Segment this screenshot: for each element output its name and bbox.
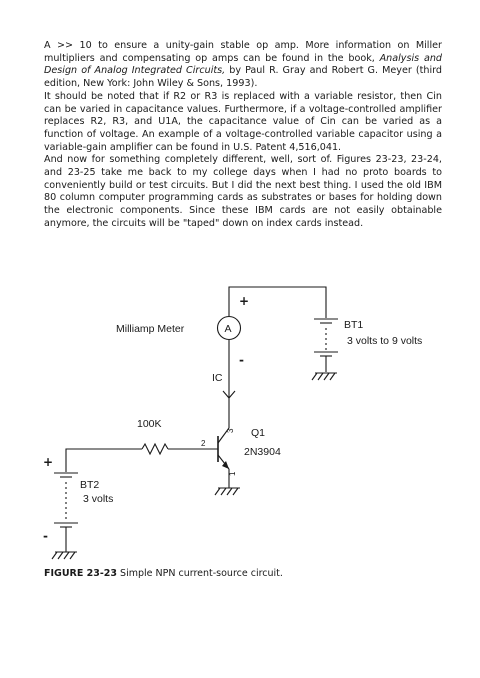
paragraph-2: It should be noted that if R2 or R3 is r… xyxy=(44,90,442,153)
transistor-name: Q1 xyxy=(251,427,265,439)
book-title: Analysis and Design of Analog Integrated… xyxy=(44,52,442,77)
bt2-minus-sign: - xyxy=(43,529,48,543)
battery-bt2-icon xyxy=(54,472,78,552)
bt2-plus-sign: + xyxy=(43,455,53,469)
pin-emitter: 1 xyxy=(228,471,237,476)
bt1-value: 3 volts to 9 volts xyxy=(347,335,422,347)
ground-bt1-icon xyxy=(311,372,337,381)
paragraph-1: A >> 10 to ensure a unity-gain stable op… xyxy=(44,40,442,91)
current-label: IC xyxy=(212,372,223,384)
paragraph-1-start: A >> 10 to ensure a unity-gain stable op… xyxy=(44,40,442,64)
wire-top xyxy=(228,286,327,318)
paragraph-3: And now for something completely differe… xyxy=(44,154,442,229)
npn-transistor-icon xyxy=(217,427,230,470)
resistor-icon xyxy=(141,442,169,456)
current-arrow-icon xyxy=(222,390,236,399)
bt2-value: 3 volts xyxy=(83,493,113,505)
ground-bt2-icon xyxy=(51,551,77,560)
meter-label: Milliamp Meter xyxy=(116,323,185,335)
figure-number: FIGURE 23-23 xyxy=(44,568,118,579)
figure-caption-text: Simple NPN current-source circuit. xyxy=(117,568,283,579)
bt2-name: BT2 xyxy=(80,479,99,491)
ground-emitter-icon xyxy=(214,487,240,496)
pin-base: 2 xyxy=(201,439,206,448)
transistor-part: 2N3904 xyxy=(244,446,281,458)
figure-caption: FIGURE 23-23 Simple NPN current-source c… xyxy=(44,568,283,579)
meter-minus-sign: - xyxy=(239,353,244,367)
bt1-name: BT1 xyxy=(344,319,363,331)
meter-plus-sign: + xyxy=(239,294,249,308)
battery-bt1-icon xyxy=(314,318,338,372)
pin-collector: 3 xyxy=(226,428,235,433)
body-text: A >> 10 to ensure a unity-gain stable op… xyxy=(44,40,442,231)
paragraph-1-end: by Paul R. Gray and Robert G. Meyer (thi… xyxy=(44,65,442,90)
resistor-value: 100K xyxy=(137,418,162,430)
meter-symbol: A xyxy=(225,323,232,335)
wire-bt2 xyxy=(65,448,142,472)
ammeter-icon xyxy=(216,315,242,341)
